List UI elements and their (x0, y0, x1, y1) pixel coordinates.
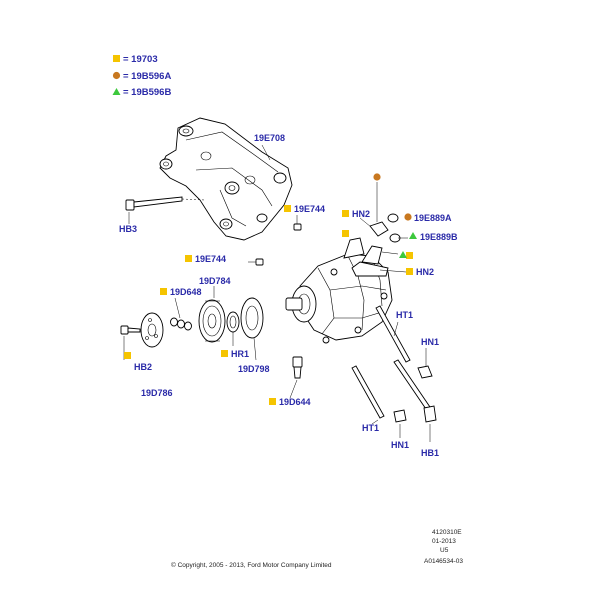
label-hn1-lower: HN1 (391, 440, 409, 450)
label-hr1: HR1 (231, 349, 249, 359)
label-hb1: HB1 (421, 448, 439, 458)
label-hn2-lower: HN2 (416, 267, 434, 277)
legend-circle-icon (112, 71, 121, 80)
marker-square-icon (342, 230, 349, 237)
label-hn2-upper: HN2 (352, 209, 370, 219)
through-bolts-ht1 (351, 305, 433, 425)
marker-square-icon (342, 210, 349, 217)
sensor-19d644 (289, 356, 303, 399)
label-19e889a: 19E889A (414, 213, 452, 223)
dowel-pin-upper (293, 215, 302, 231)
marker-triangle-icon (409, 232, 417, 239)
marker-square-icon (185, 255, 192, 262)
bolt-hb1 (423, 405, 437, 442)
legend-item-19B596A: = 19B596A (123, 71, 171, 82)
label-19e708: 19E708 (254, 133, 285, 143)
dowel-pin-lower (248, 258, 264, 266)
drawing-code: 4120310E (432, 529, 462, 536)
shims-19d648 (170, 297, 192, 331)
bolt-hb2 (120, 325, 141, 360)
legend-triangle-icon (112, 88, 121, 95)
label-19d648: 19D648 (170, 287, 202, 297)
label-19e744-upper: 19E744 (294, 204, 325, 214)
marker-circle-icon (404, 213, 412, 221)
pressure-fittings (359, 182, 408, 273)
field-coil-19d798 (240, 297, 264, 361)
compressor-body (285, 237, 393, 344)
footer: 4120310E 01-2013 U5 A0146534-03 © Copyri… (171, 529, 463, 569)
label-hb3: HB3 (119, 224, 137, 234)
legend: = 19703 = 19B596A = 19B596B (112, 54, 171, 98)
marker-triangle-icon (399, 251, 407, 258)
bolt-hb3 (125, 196, 206, 224)
marker-square-icon (269, 398, 276, 405)
legend-item-19703: = 19703 (123, 54, 158, 65)
label-19d644: 19D644 (279, 397, 311, 407)
label-19d798: 19D798 (238, 364, 270, 374)
marker-square-icon (124, 352, 131, 359)
marker-square-icon (284, 205, 291, 212)
label-19e744-lower: 19E744 (195, 254, 226, 264)
label-hb2: HB2 (134, 362, 152, 372)
label-hn1-upper: HN1 (421, 337, 439, 347)
marker-square-icon (406, 268, 413, 275)
label-19d786: 19D786 (141, 388, 173, 398)
label-ht1-upper: HT1 (396, 310, 413, 320)
nuts-hn1 (393, 348, 433, 438)
snap-ring-hr1 (226, 311, 240, 346)
marker-square-icon (221, 350, 228, 357)
part-labels: 19E708 HB3 19E744 19E744 HN2 HN2 19E889A… (119, 133, 458, 458)
legend-item-19B596B: = 19B596B (123, 87, 171, 98)
label-19d784: 19D784 (199, 276, 231, 286)
drawing-reference: A0146534-03 (424, 558, 463, 565)
label-19e889b: 19E889B (420, 232, 458, 242)
label-ht1-lower: HT1 (362, 423, 379, 433)
pulley-19d784 (198, 286, 226, 343)
drawing-date: 01-2013 (432, 538, 456, 545)
clutch-plate-19d786 (140, 312, 164, 348)
copyright-notice: © Copyright, 2005 - 2013, Ford Motor Com… (171, 561, 332, 569)
mounting-bracket (159, 117, 293, 241)
marker-circle-icon (373, 173, 381, 181)
marker-square-icon (160, 288, 167, 295)
drawing-region: U5 (440, 547, 449, 554)
marker-square-icon (406, 252, 413, 259)
legend-square-icon (113, 55, 120, 62)
markers (124, 173, 417, 405)
